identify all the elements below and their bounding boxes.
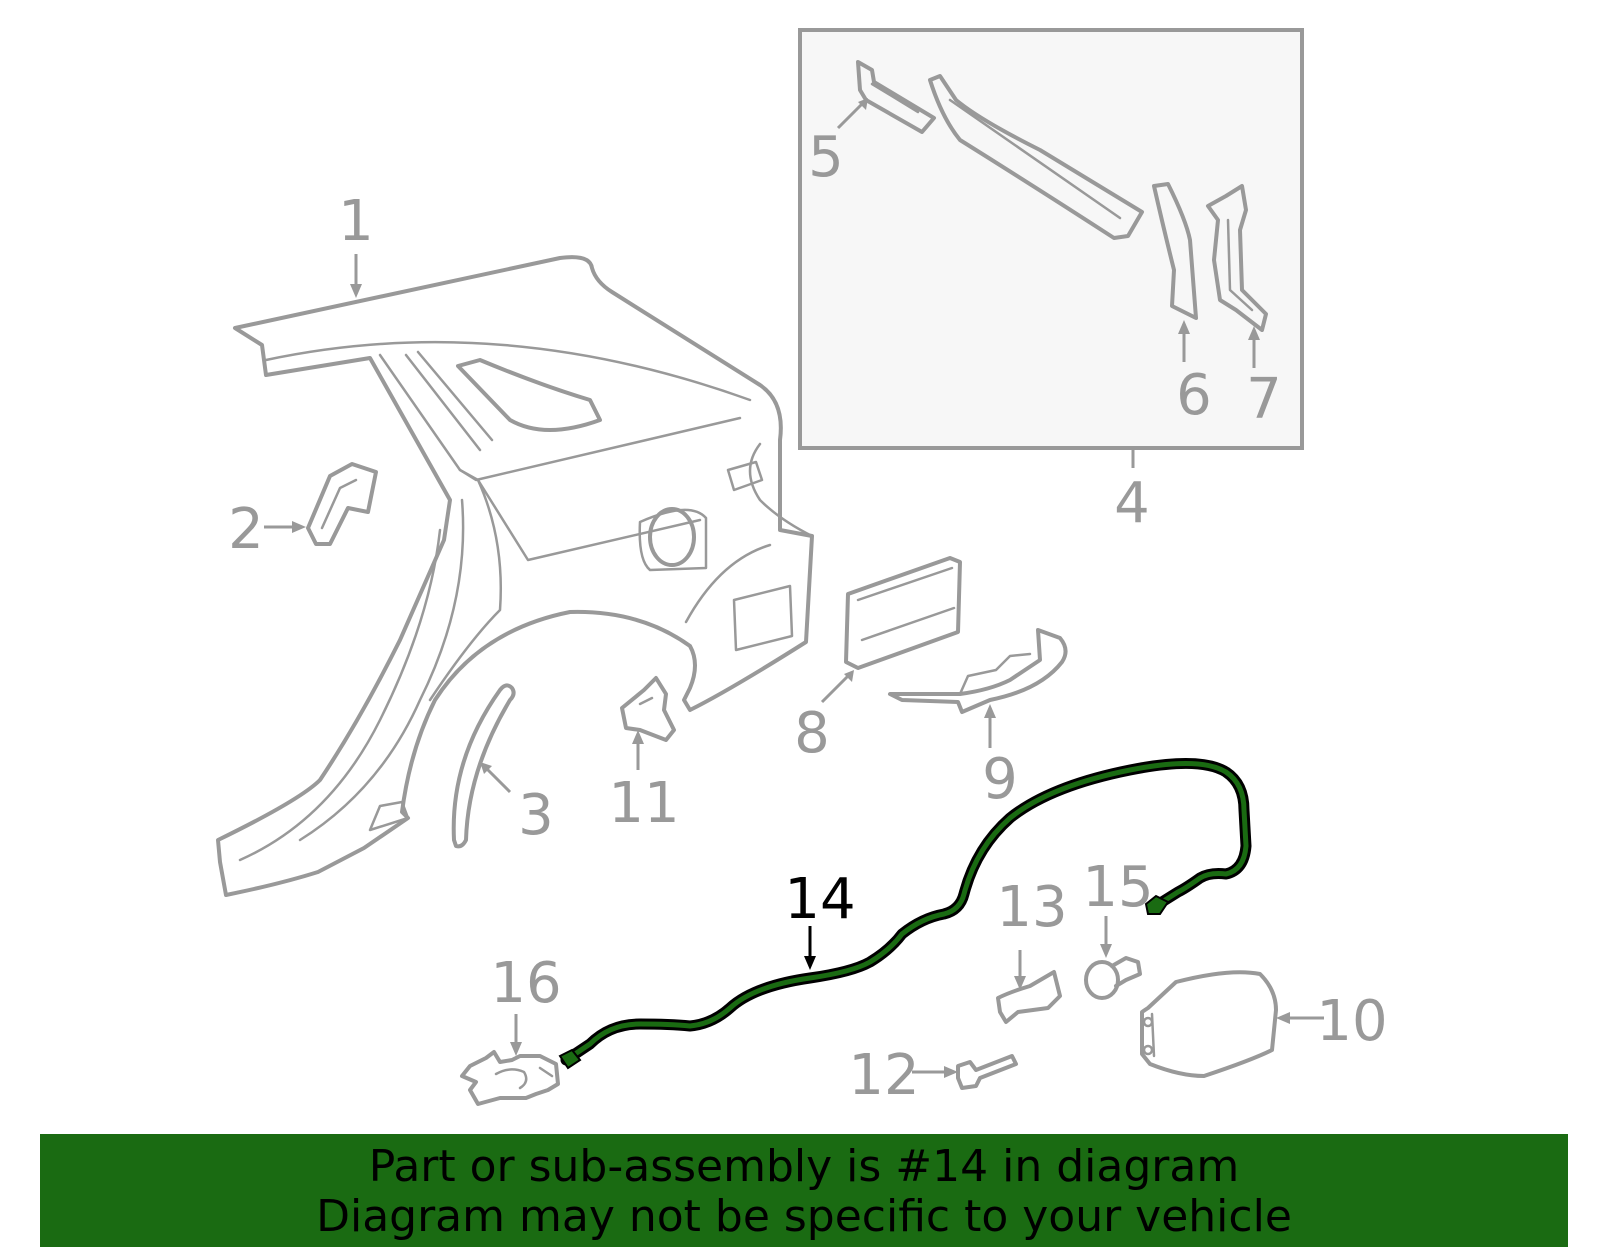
part-12-pin[interactable] — [956, 1054, 1018, 1090]
callout-2: 2 — [228, 497, 264, 562]
callout-14[interactable]: 14 — [784, 867, 855, 932]
part-4-inner-rail[interactable] — [928, 74, 1144, 240]
callout-12: 12 — [848, 1043, 919, 1108]
leader-arrows — [264, 98, 1324, 1078]
callout-15: 15 — [1082, 855, 1153, 920]
banner-line-disclaimer: Diagram may not be specific to your vehi… — [316, 1191, 1292, 1242]
part-8-fuel-door-box[interactable] — [844, 556, 962, 670]
info-banner: Part or sub-assembly is #14 in diagram D… — [40, 1134, 1568, 1247]
part-7-pillar[interactable] — [1206, 184, 1268, 332]
part-13-clip[interactable] — [996, 970, 1062, 1024]
callout-8: 8 — [794, 701, 830, 766]
part-14-release-cable[interactable] — [558, 758, 1252, 1070]
part-2-bracket[interactable] — [306, 462, 378, 546]
part-3-arch-strip[interactable] — [451, 683, 516, 849]
part-10-fuel-door[interactable] — [1140, 970, 1278, 1078]
part-16-latch[interactable] — [460, 1050, 560, 1106]
callout-labels: 1 2 3 4 5 6 7 8 9 10 11 12 13 14 15 16 — [228, 125, 1387, 1108]
part-6-pillar[interactable] — [1152, 182, 1198, 320]
part-1-quarter-panel[interactable] — [216, 255, 814, 897]
parts-diagram: 1 2 3 4 5 6 7 8 9 10 11 12 13 14 15 16 — [216, 28, 1388, 1108]
part-15-grommet[interactable] — [1084, 956, 1142, 1000]
callout-11: 11 — [608, 771, 679, 836]
callout-7: 7 — [1246, 367, 1282, 432]
callout-10: 10 — [1316, 989, 1387, 1054]
part-5-brace[interactable] — [856, 60, 936, 134]
callout-9: 9 — [982, 747, 1018, 812]
inset-box-group-4 — [798, 28, 1304, 468]
callout-1: 1 — [338, 189, 374, 254]
callout-16: 16 — [490, 951, 561, 1016]
part-11-bracket[interactable] — [620, 676, 676, 742]
banner-line-part-number: Part or sub-assembly is #14 in diagram — [368, 1141, 1240, 1192]
callout-6: 6 — [1176, 363, 1212, 428]
callout-3: 3 — [518, 783, 554, 848]
part-9-bracket[interactable] — [888, 628, 1068, 714]
callout-13: 13 — [996, 875, 1067, 940]
callout-5: 5 — [808, 125, 844, 190]
callout-4: 4 — [1114, 471, 1150, 536]
